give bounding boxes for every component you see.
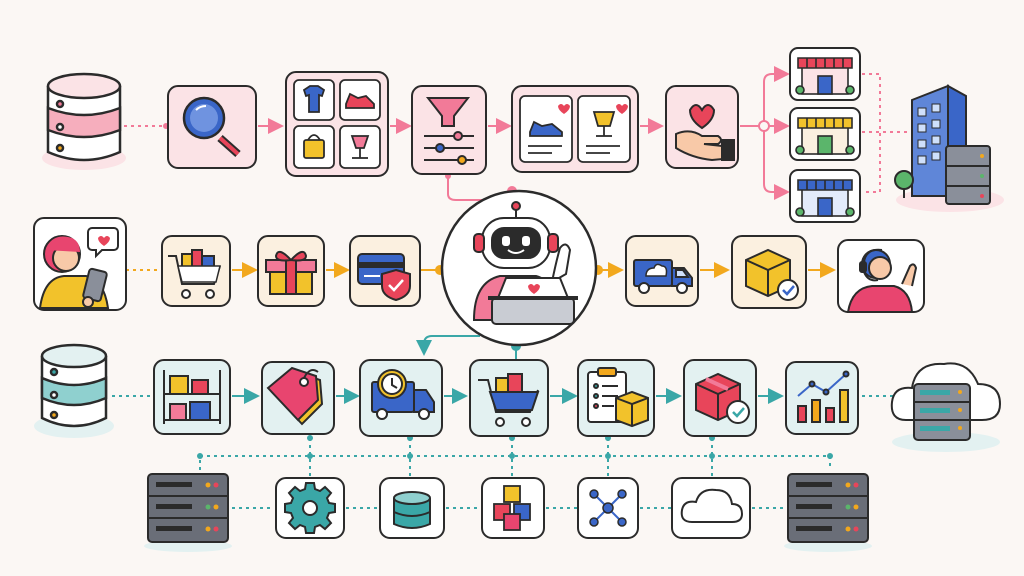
product-catalog-step	[285, 71, 389, 177]
scheduled-delivery-icon	[371, 369, 435, 420]
cloud-step	[671, 477, 751, 539]
modules-step	[481, 477, 545, 539]
connectors-fulfillment	[112, 335, 900, 509]
database-icon	[42, 72, 126, 170]
connectors-discovery	[124, 66, 910, 201]
cubes-icon	[493, 485, 531, 531]
pricing-step	[261, 361, 335, 435]
search-step	[167, 85, 257, 169]
storefront-branches	[789, 47, 861, 223]
warehouse-shelf-icon	[163, 370, 221, 424]
favorite-step	[665, 85, 739, 169]
gift-box-icon	[265, 250, 317, 295]
shopper-phone-icon	[38, 227, 119, 309]
ai-hub	[440, 189, 598, 347]
analytics-step	[785, 361, 859, 435]
filter-step	[411, 85, 487, 175]
ai-robot-laptop-icon	[472, 201, 578, 325]
order-cart-step	[469, 359, 549, 437]
shopping-cart-icon	[168, 249, 221, 299]
product-recommendation-icon	[519, 95, 631, 163]
database-icon	[393, 491, 431, 529]
recommendation-step	[511, 85, 639, 173]
analytics-chart-icon	[797, 370, 850, 423]
storefront-icon	[795, 179, 855, 217]
server-rack-icon	[784, 473, 872, 552]
secure-payment-icon	[357, 253, 411, 302]
cart-step	[161, 235, 231, 307]
shopper-step	[33, 217, 127, 311]
package-delivered-icon	[745, 248, 799, 301]
storefront-icon	[795, 57, 855, 95]
gift-step	[257, 235, 325, 307]
price-tag-icon	[266, 366, 324, 426]
shopping-cart-icon	[478, 373, 540, 427]
product-catalog-icon	[293, 79, 381, 169]
package-step	[731, 235, 807, 309]
storefront-icon	[795, 117, 855, 155]
delivery-step	[625, 235, 699, 307]
settings-gear-icon	[284, 482, 336, 534]
delivery-truck-icon	[633, 259, 693, 294]
verification-step	[683, 359, 757, 437]
office-building-icon	[894, 84, 1004, 212]
search-icon	[182, 96, 241, 157]
scheduling-step	[359, 359, 443, 437]
cloud-server-icon	[890, 362, 1002, 452]
support-step	[837, 239, 925, 313]
support-agent-icon	[846, 248, 918, 313]
favorite-hand-icon	[675, 104, 735, 162]
payment-step	[349, 235, 421, 307]
network-step	[577, 477, 639, 539]
warehouse-step	[153, 359, 231, 435]
checklist-step	[577, 359, 655, 437]
cloud-icon	[680, 488, 744, 523]
server-rack-icon	[144, 473, 232, 552]
network-nodes-icon	[589, 489, 627, 527]
storage-step	[379, 477, 445, 539]
database-icon	[34, 343, 114, 438]
filter-icon	[424, 97, 474, 165]
package-verified-icon	[695, 372, 750, 424]
order-checklist-icon	[587, 367, 649, 428]
settings-step	[275, 477, 345, 539]
